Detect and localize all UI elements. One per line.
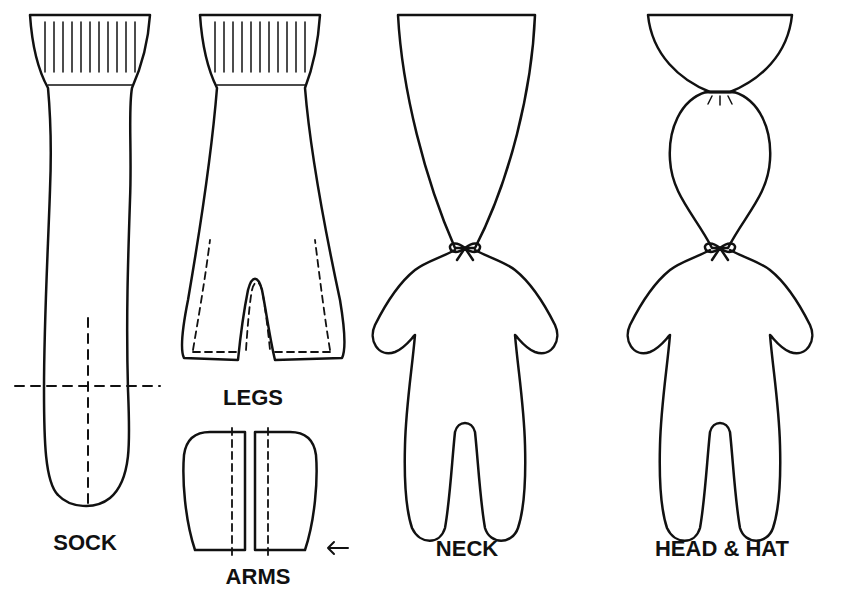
rib-line [223,22,225,72]
rib-line [268,22,270,72]
rib-line [250,22,252,72]
rib-line [277,22,279,72]
part-label: ARMS [226,566,291,588]
rib-line [71,22,73,72]
rib-line [116,22,118,72]
part-label: SOCK [53,532,117,554]
rib-line [44,22,46,72]
rib-line [89,22,91,72]
rib-line [259,22,261,72]
rib-line [241,22,243,72]
rib-line [295,22,297,72]
part-label: LEGS [223,387,283,409]
rib-line [80,22,82,72]
part-label: HEAD & HAT [655,538,789,560]
rib-line [232,22,234,72]
rib-line [304,22,306,72]
rib-line [286,22,288,72]
rib-line [53,22,55,72]
rib-line [125,22,127,72]
rib-line [98,22,100,72]
rib-line [214,22,216,72]
rib-line [62,22,64,72]
rib-line [107,22,109,72]
rib-line [134,22,136,72]
part-label: NECK [436,538,498,560]
